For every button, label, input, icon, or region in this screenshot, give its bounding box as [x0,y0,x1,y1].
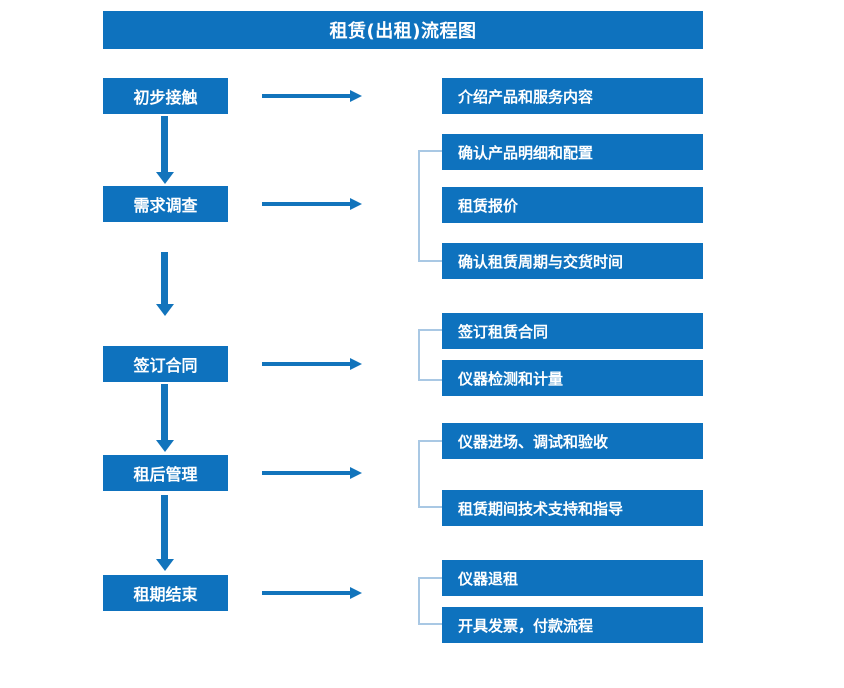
detail-node-5: 签订租赁合同 [442,313,703,349]
arrow-shaft [161,495,168,560]
detail-node-4: 确认租赁周期与交货时间 [442,243,703,279]
detail-node-3: 租赁报价 [442,187,703,223]
stage-node-5: 租期结束 [103,575,228,611]
down-arrow-icon-3 [156,384,174,452]
right-arrow-icon-2 [262,197,362,211]
arrow-shaft [262,362,350,366]
stage-node-4: 租后管理 [103,455,228,491]
arrow-head [156,304,174,316]
bracket-connector-2 [418,329,442,381]
down-arrow-icon-4 [156,495,174,571]
bracket-connector-1 [418,150,442,262]
detail-node-9: 仪器退租 [442,560,703,596]
right-arrow-icon-1 [262,89,362,103]
bracket-connector-4 [418,577,442,625]
arrow-head [350,198,362,210]
arrow-head [350,90,362,102]
arrow-head [156,172,174,184]
stage-node-2: 需求调查 [103,186,228,222]
down-arrow-icon-2 [156,252,174,316]
detail-node-1: 介绍产品和服务内容 [442,78,703,114]
right-arrow-icon-4 [262,466,362,480]
arrow-shaft [262,202,350,206]
right-arrow-icon-3 [262,357,362,371]
detail-node-7: 仪器进场、调试和验收 [442,423,703,459]
arrow-shaft [262,591,350,595]
detail-node-2: 确认产品明细和配置 [442,134,703,170]
arrow-head [156,559,174,571]
detail-node-8: 租赁期间技术支持和指导 [442,490,703,526]
arrow-shaft [161,116,168,173]
bracket-connector-3 [418,440,442,508]
stage-node-3: 签订合同 [103,346,228,382]
flowchart-title: 租赁(出租)流程图 [103,11,703,49]
down-arrow-icon-1 [156,116,174,184]
detail-node-10: 开具发票，付款流程 [442,607,703,643]
arrow-shaft [161,252,168,305]
arrow-shaft [262,94,350,98]
arrow-shaft [262,471,350,475]
stage-node-1: 初步接触 [103,78,228,114]
arrow-head [156,440,174,452]
arrow-shaft [161,384,168,441]
detail-node-6: 仪器检测和计量 [442,360,703,396]
right-arrow-icon-5 [262,586,362,600]
arrow-head [350,587,362,599]
arrow-head [350,467,362,479]
arrow-head [350,358,362,370]
